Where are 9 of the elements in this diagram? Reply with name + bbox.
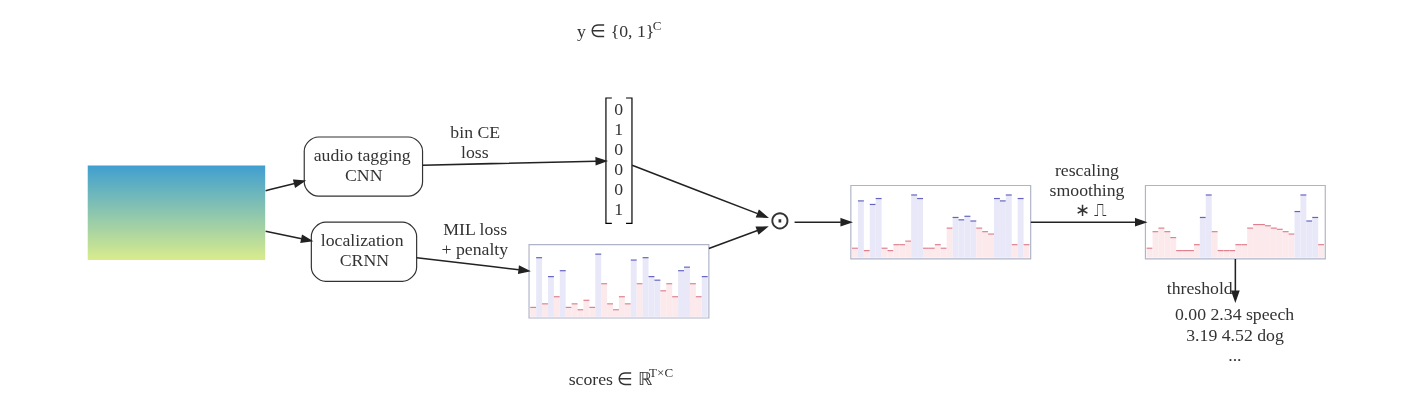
edge-label: bin CE loss bbox=[450, 122, 501, 163]
node-text: 0.00 2.34 speech 3.19 4.52 dog ... bbox=[1175, 304, 1295, 365]
edge-label: MIL loss + penalty bbox=[441, 219, 509, 260]
node-text: ⊙ bbox=[769, 205, 792, 235]
node-label: y ∈ {0, 1}$^{C}$ bbox=[576, 17, 662, 42]
node-label: scores ∈ ℝ$^{T×C}$ bbox=[568, 365, 674, 389]
edge-label: threshold bbox=[1166, 278, 1233, 299]
edge-label: rescaling smoothing ∗ ⎍ bbox=[1049, 160, 1125, 221]
node-text: 0 1 0 0 0 1 bbox=[614, 98, 624, 220]
